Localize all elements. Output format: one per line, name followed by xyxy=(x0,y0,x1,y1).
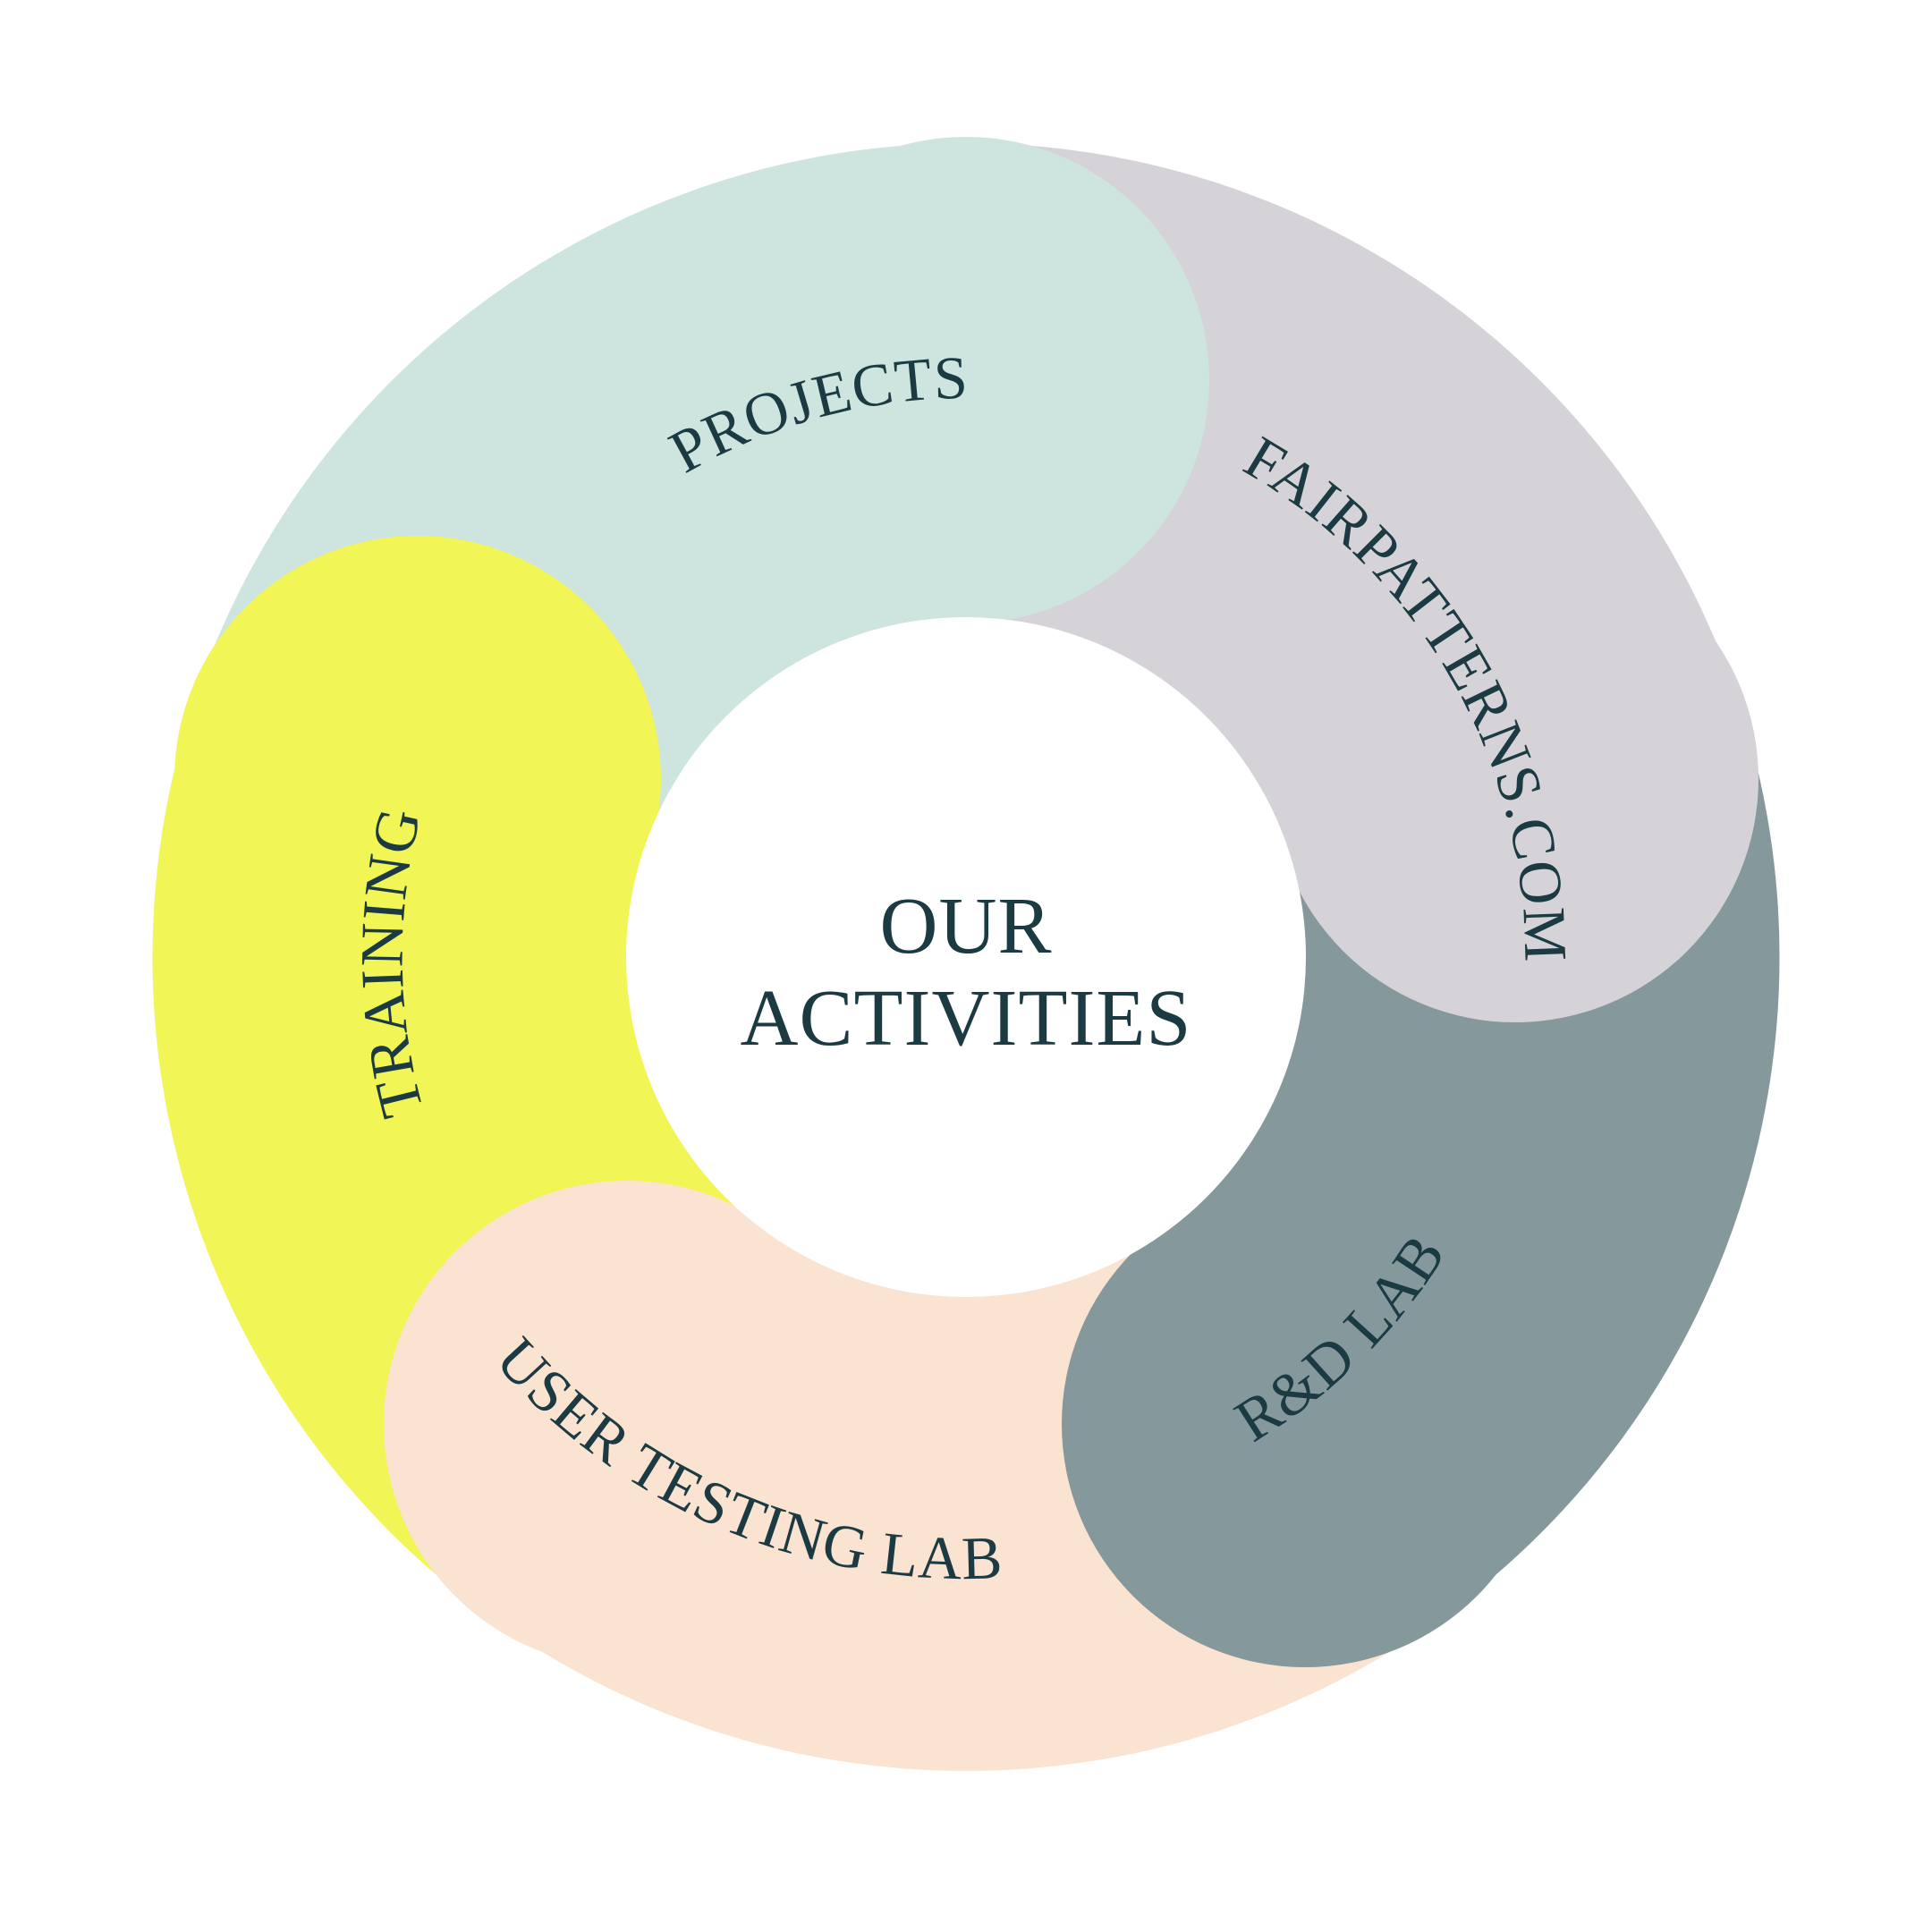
wheel-segment-heads xyxy=(174,137,1758,1667)
center-title: OUR ACTIVITIES xyxy=(741,882,1192,1063)
segment-rd-lab-head xyxy=(1062,1181,1548,1667)
center-title-line2: ACTIVITIES xyxy=(741,974,1192,1063)
center-title-line1: OUR xyxy=(879,882,1052,970)
segment-user-testing-lab-head xyxy=(384,1181,870,1667)
center-circle xyxy=(626,617,1306,1297)
segment-projects-head xyxy=(723,137,1209,623)
segment-fairpatterns-head xyxy=(1272,536,1758,1022)
segment-training-head xyxy=(174,536,661,1022)
